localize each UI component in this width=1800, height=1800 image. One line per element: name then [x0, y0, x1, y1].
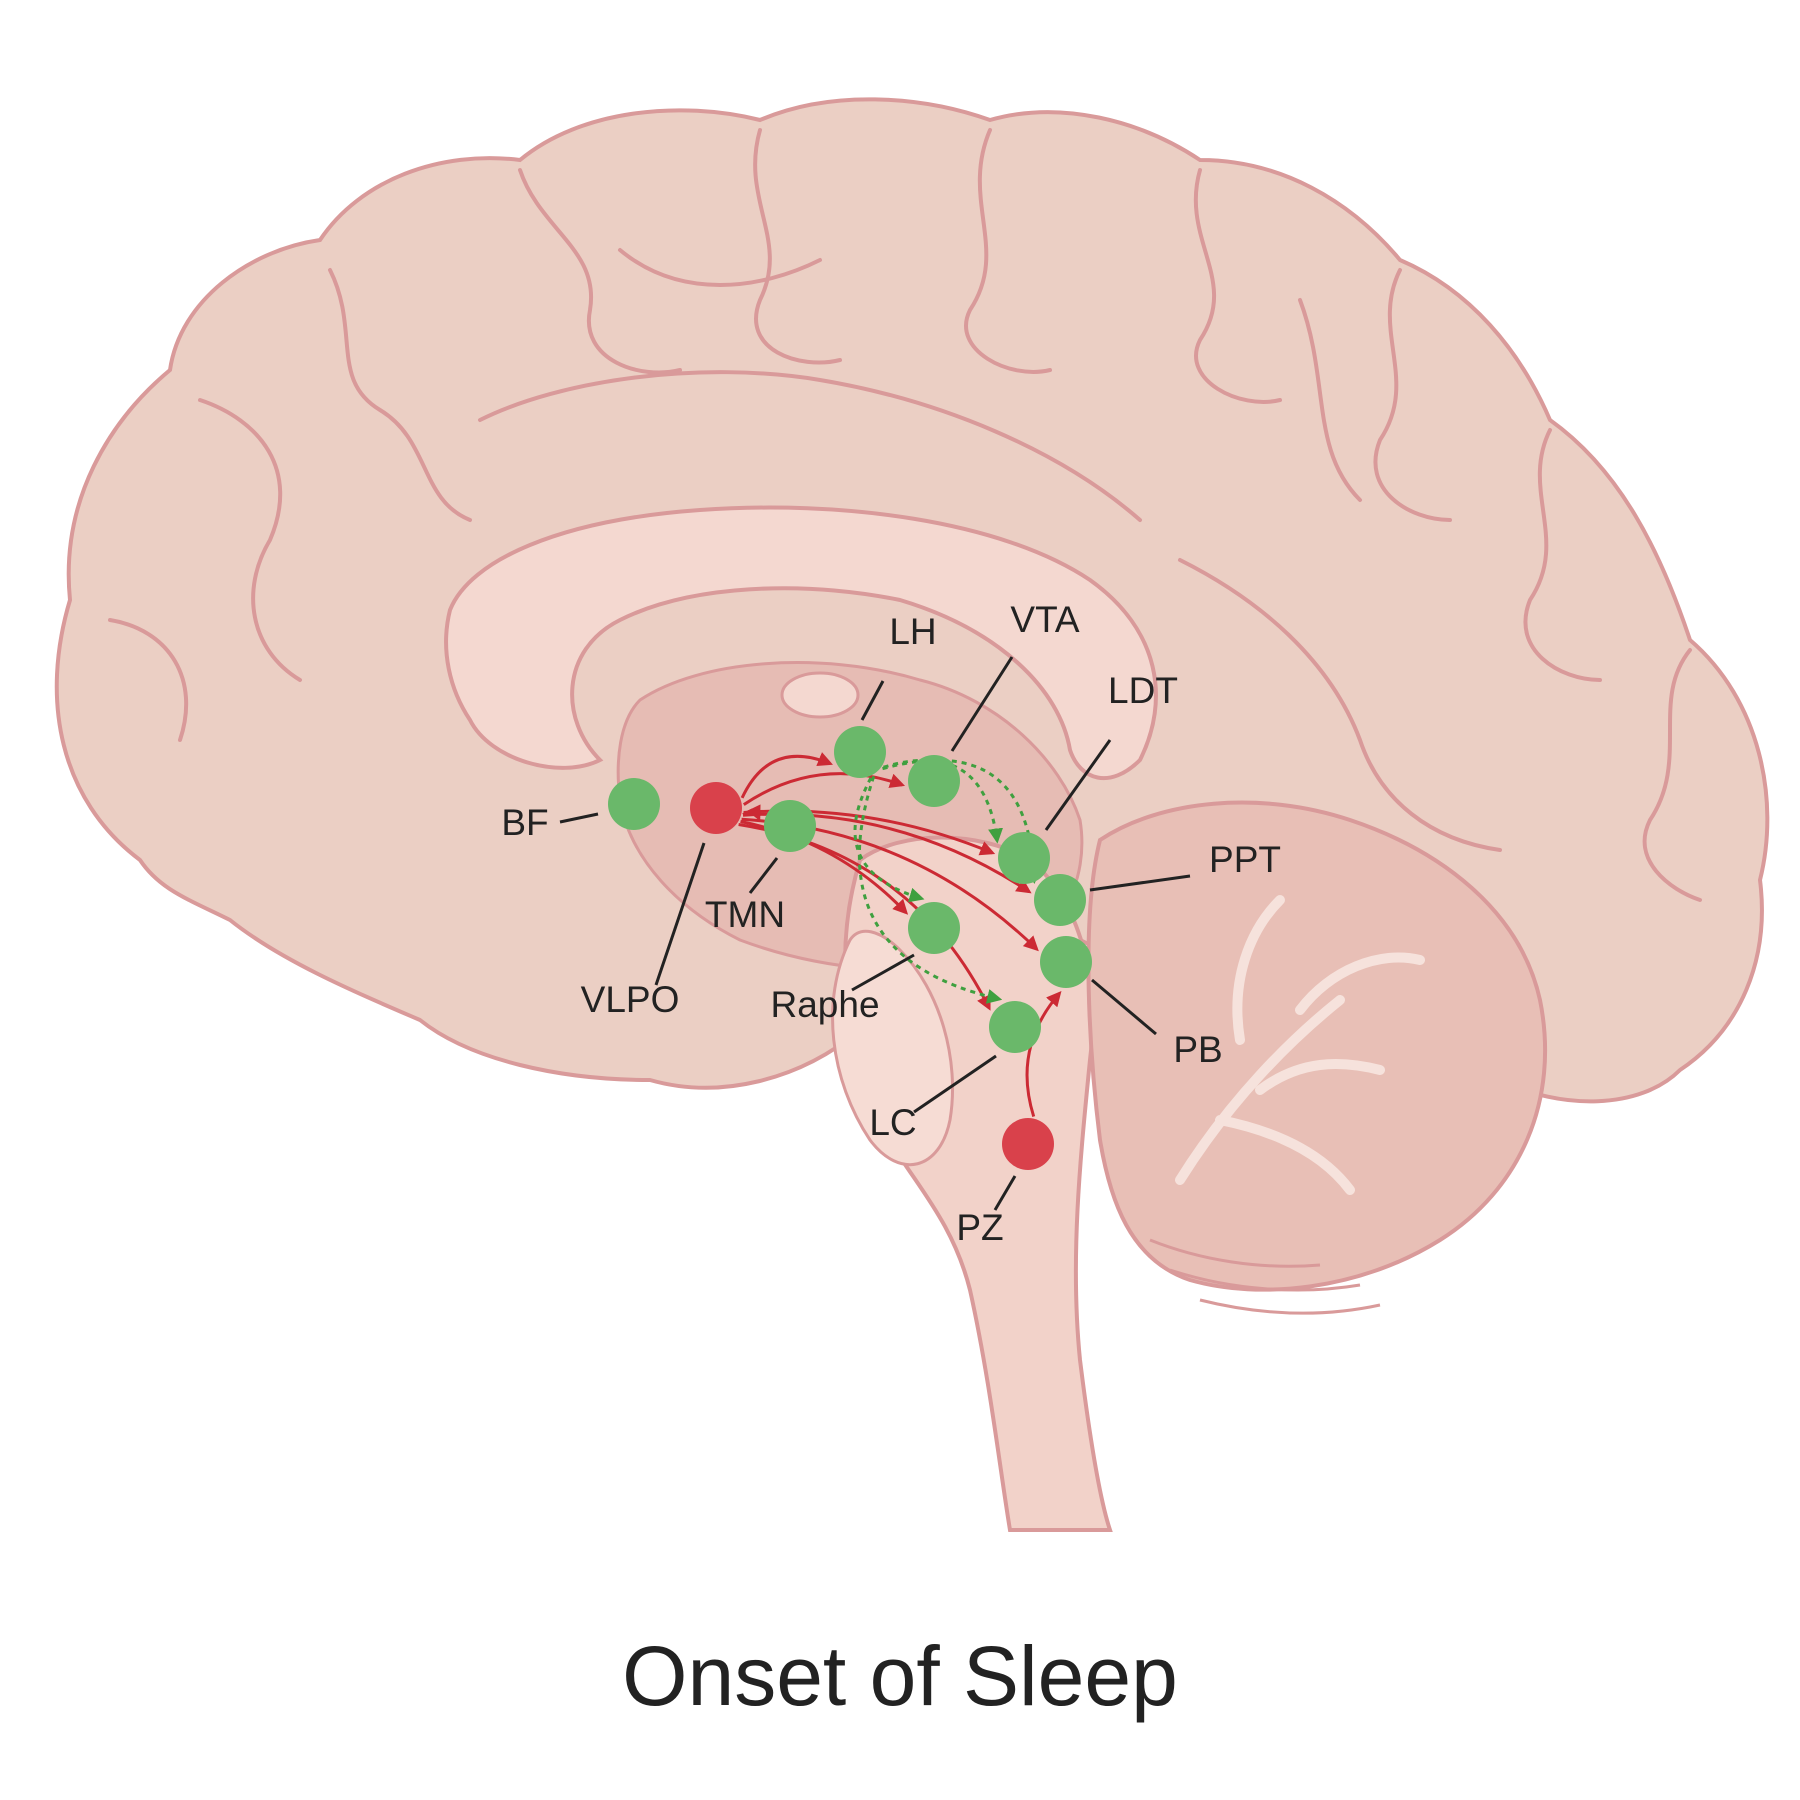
label-pz: PZ: [956, 1207, 1003, 1248]
label-ldt: LDT: [1108, 670, 1178, 711]
nucleus-raphe: [908, 902, 960, 954]
inhibitory-arrow-pz-to-pb: [1025, 991, 1062, 1118]
label-tmn: TMN: [705, 894, 785, 935]
label-pb: PB: [1173, 1029, 1222, 1070]
label-leader-lines: [559, 656, 1191, 1211]
leader-line-pz: [993, 1175, 1017, 1211]
diagram-title: Onset of Sleep: [622, 1629, 1178, 1723]
leader-line-lh: [860, 680, 885, 721]
leader-line-vta: [950, 656, 1014, 752]
cerebellum-folia: [1149, 1238, 1381, 1315]
leader-line-lc: [913, 1054, 997, 1114]
label-raphe: Raphe: [770, 984, 879, 1025]
label-lc: LC: [869, 1102, 916, 1143]
gyri-lines: [108, 128, 1702, 902]
nucleus-tmn: [764, 800, 816, 852]
nucleus-pz: [1002, 1118, 1054, 1170]
cerebellum: [1086, 800, 1548, 1292]
leader-line-pb: [1091, 978, 1157, 1036]
inhibitory-arrow-vlpo-to-lh: [740, 752, 833, 799]
leader-line-ldt: [1044, 739, 1112, 831]
label-vlpo: VLPO: [581, 979, 680, 1020]
inhibitory-arrow-vlpo-to-raphe: [740, 820, 909, 915]
nuclei: [608, 726, 1092, 1170]
inhibitory-arrow-vlpo-to-vta: [742, 772, 906, 806]
label-ppt: PPT: [1209, 839, 1281, 880]
nucleus-lh: [834, 726, 886, 778]
nucleus-vta: [908, 755, 960, 807]
leader-line-bf: [559, 812, 599, 824]
leader-line-ppt: [1089, 874, 1191, 892]
leader-line-tmn: [748, 857, 779, 894]
nucleus-ppt: [1034, 874, 1086, 926]
leader-line-vlpo: [654, 842, 706, 986]
nucleus-bf: [608, 778, 660, 830]
label-bf: BF: [501, 802, 548, 843]
nucleus-ldt: [998, 832, 1050, 884]
nucleus-vlpo: [690, 782, 742, 834]
label-vta: VTA: [1010, 599, 1080, 640]
leader-line-raphe: [851, 953, 915, 992]
fornix-oval: [780, 671, 860, 719]
arbor-vitae: [1175, 895, 1425, 1195]
label-lh: LH: [889, 611, 936, 652]
nucleus-lc: [989, 1001, 1041, 1053]
excitatory-arrow-lh-to-raphe: [853, 777, 925, 903]
excitatory-arrow-lh-to-lc: [857, 775, 1003, 1004]
corpus-callosum: [444, 505, 1158, 780]
excitatory-connections: [853, 758, 1042, 1004]
nucleus-pb: [1040, 936, 1092, 988]
brain-illustration: [54, 97, 1770, 1532]
